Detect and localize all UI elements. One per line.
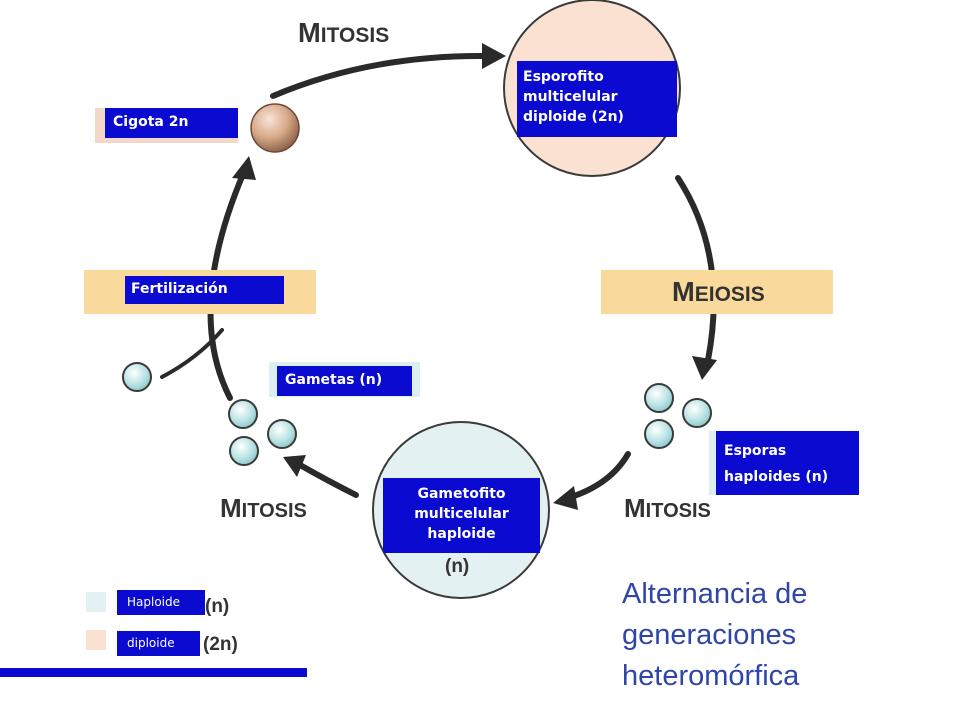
spores-label: Esporas haploides (n) xyxy=(716,431,859,495)
gametes-label: Gametas (n) xyxy=(277,366,412,396)
legend-underline xyxy=(0,668,307,677)
spore-cell xyxy=(682,398,712,428)
legend-2n-label: (2n) xyxy=(203,634,238,655)
gametophyte-label-line: multicelular xyxy=(414,506,509,522)
arrowhead-mitosis-right xyxy=(553,486,578,510)
sporophyte-label: Esporofito multicelular diploide (2n) xyxy=(517,61,677,137)
arrowhead-meiosis xyxy=(692,356,717,380)
gamete-cell xyxy=(122,362,152,392)
gamete-cell xyxy=(267,419,297,449)
sporophyte-label-line: diploide (2n) xyxy=(523,109,624,125)
arrowhead-fertilization xyxy=(232,156,256,180)
mitosis-top-label: MITOSIS xyxy=(298,17,389,48)
gametophyte-label: Gametofito multicelular haploide xyxy=(383,478,540,553)
mitosis-left-label: MITOSIS xyxy=(220,493,307,523)
gamete-fusion-line xyxy=(160,328,224,379)
fertilization-label: Fertilización xyxy=(125,276,284,304)
arrow-mitosis-left xyxy=(297,462,359,498)
sporophyte-label-line: Esporofito xyxy=(523,69,604,85)
spore-cell xyxy=(644,419,674,449)
arrow-mitosis-right xyxy=(565,451,631,501)
spores-label-line: haploides (n) xyxy=(724,469,829,485)
spore-cell xyxy=(644,383,674,413)
arrowhead-mitosis-left xyxy=(283,455,306,477)
arrow-mitosis-top xyxy=(270,52,488,99)
gamete-cell xyxy=(229,436,259,466)
arrowhead-mitosis-top xyxy=(482,43,506,69)
gametophyte-label-line: haploide xyxy=(427,526,496,542)
legend-diploid-swatch xyxy=(86,630,106,650)
ploidy-n-label: (n) xyxy=(445,556,469,577)
arrow-heads xyxy=(232,43,717,510)
legend-diploid-label: diploide xyxy=(117,631,200,656)
zygote-cell xyxy=(250,103,300,153)
haploid-cells xyxy=(122,362,712,466)
spores-label-line: Esporas xyxy=(724,443,787,459)
gamete-cell xyxy=(228,399,258,429)
arrow-meiosis xyxy=(675,175,717,363)
meiosis-label: MEIOSIS xyxy=(672,276,765,307)
legend-haploid-label: Haploide xyxy=(117,590,205,615)
zygote-label: Cigota 2n xyxy=(105,108,238,138)
legend-n-label: (n) xyxy=(205,596,229,617)
diagram-title: Alternancia de generaciones heteromórfic… xyxy=(622,578,808,692)
sporophyte-label-line: multicelular xyxy=(523,89,618,105)
legend-haploid-swatch xyxy=(86,592,106,612)
meiosis-band xyxy=(601,270,833,314)
mitosis-right-label: MITOSIS xyxy=(624,493,711,523)
gametophyte-label-line: Gametofito xyxy=(417,486,506,502)
